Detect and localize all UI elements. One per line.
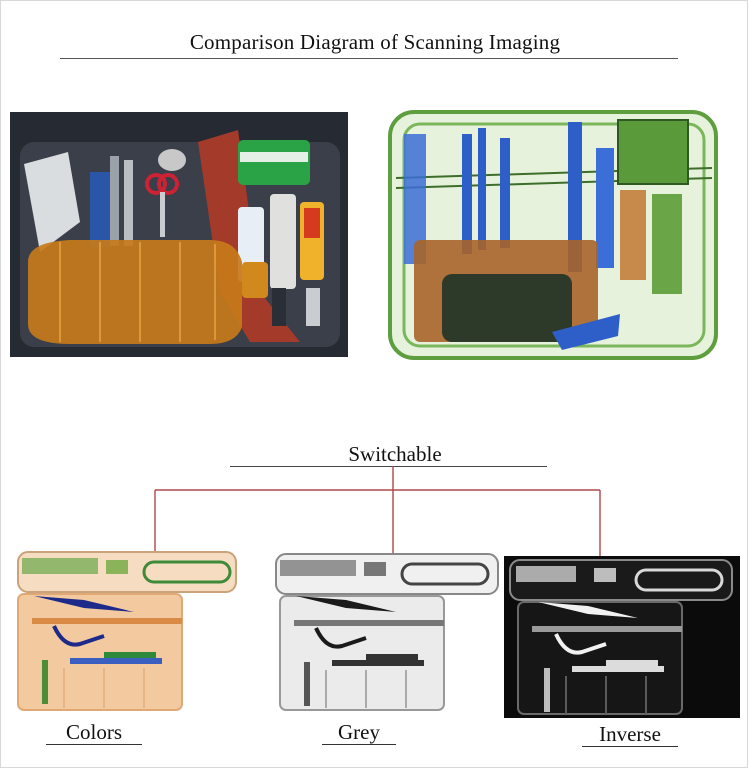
bag-photo bbox=[10, 112, 348, 357]
page-title: Comparison Diagram of Scanning Imaging bbox=[189, 30, 561, 54]
mode-grey-image bbox=[272, 548, 504, 714]
mode-label-grey: Grey bbox=[338, 720, 380, 744]
title-underline bbox=[60, 58, 678, 59]
mode-colors-image bbox=[14, 548, 242, 714]
mode-underline-inverse bbox=[582, 746, 678, 747]
mode-underline-colors bbox=[46, 744, 142, 745]
mode-underline-grey bbox=[322, 744, 396, 745]
xray-color-image bbox=[382, 104, 724, 366]
switchable-label: Switchable bbox=[348, 442, 442, 466]
switchable-underline bbox=[230, 466, 547, 467]
mode-label-colors: Colors bbox=[65, 720, 122, 744]
mode-inverse-image bbox=[504, 556, 740, 718]
mode-label-inverse: Inverse bbox=[599, 722, 661, 746]
